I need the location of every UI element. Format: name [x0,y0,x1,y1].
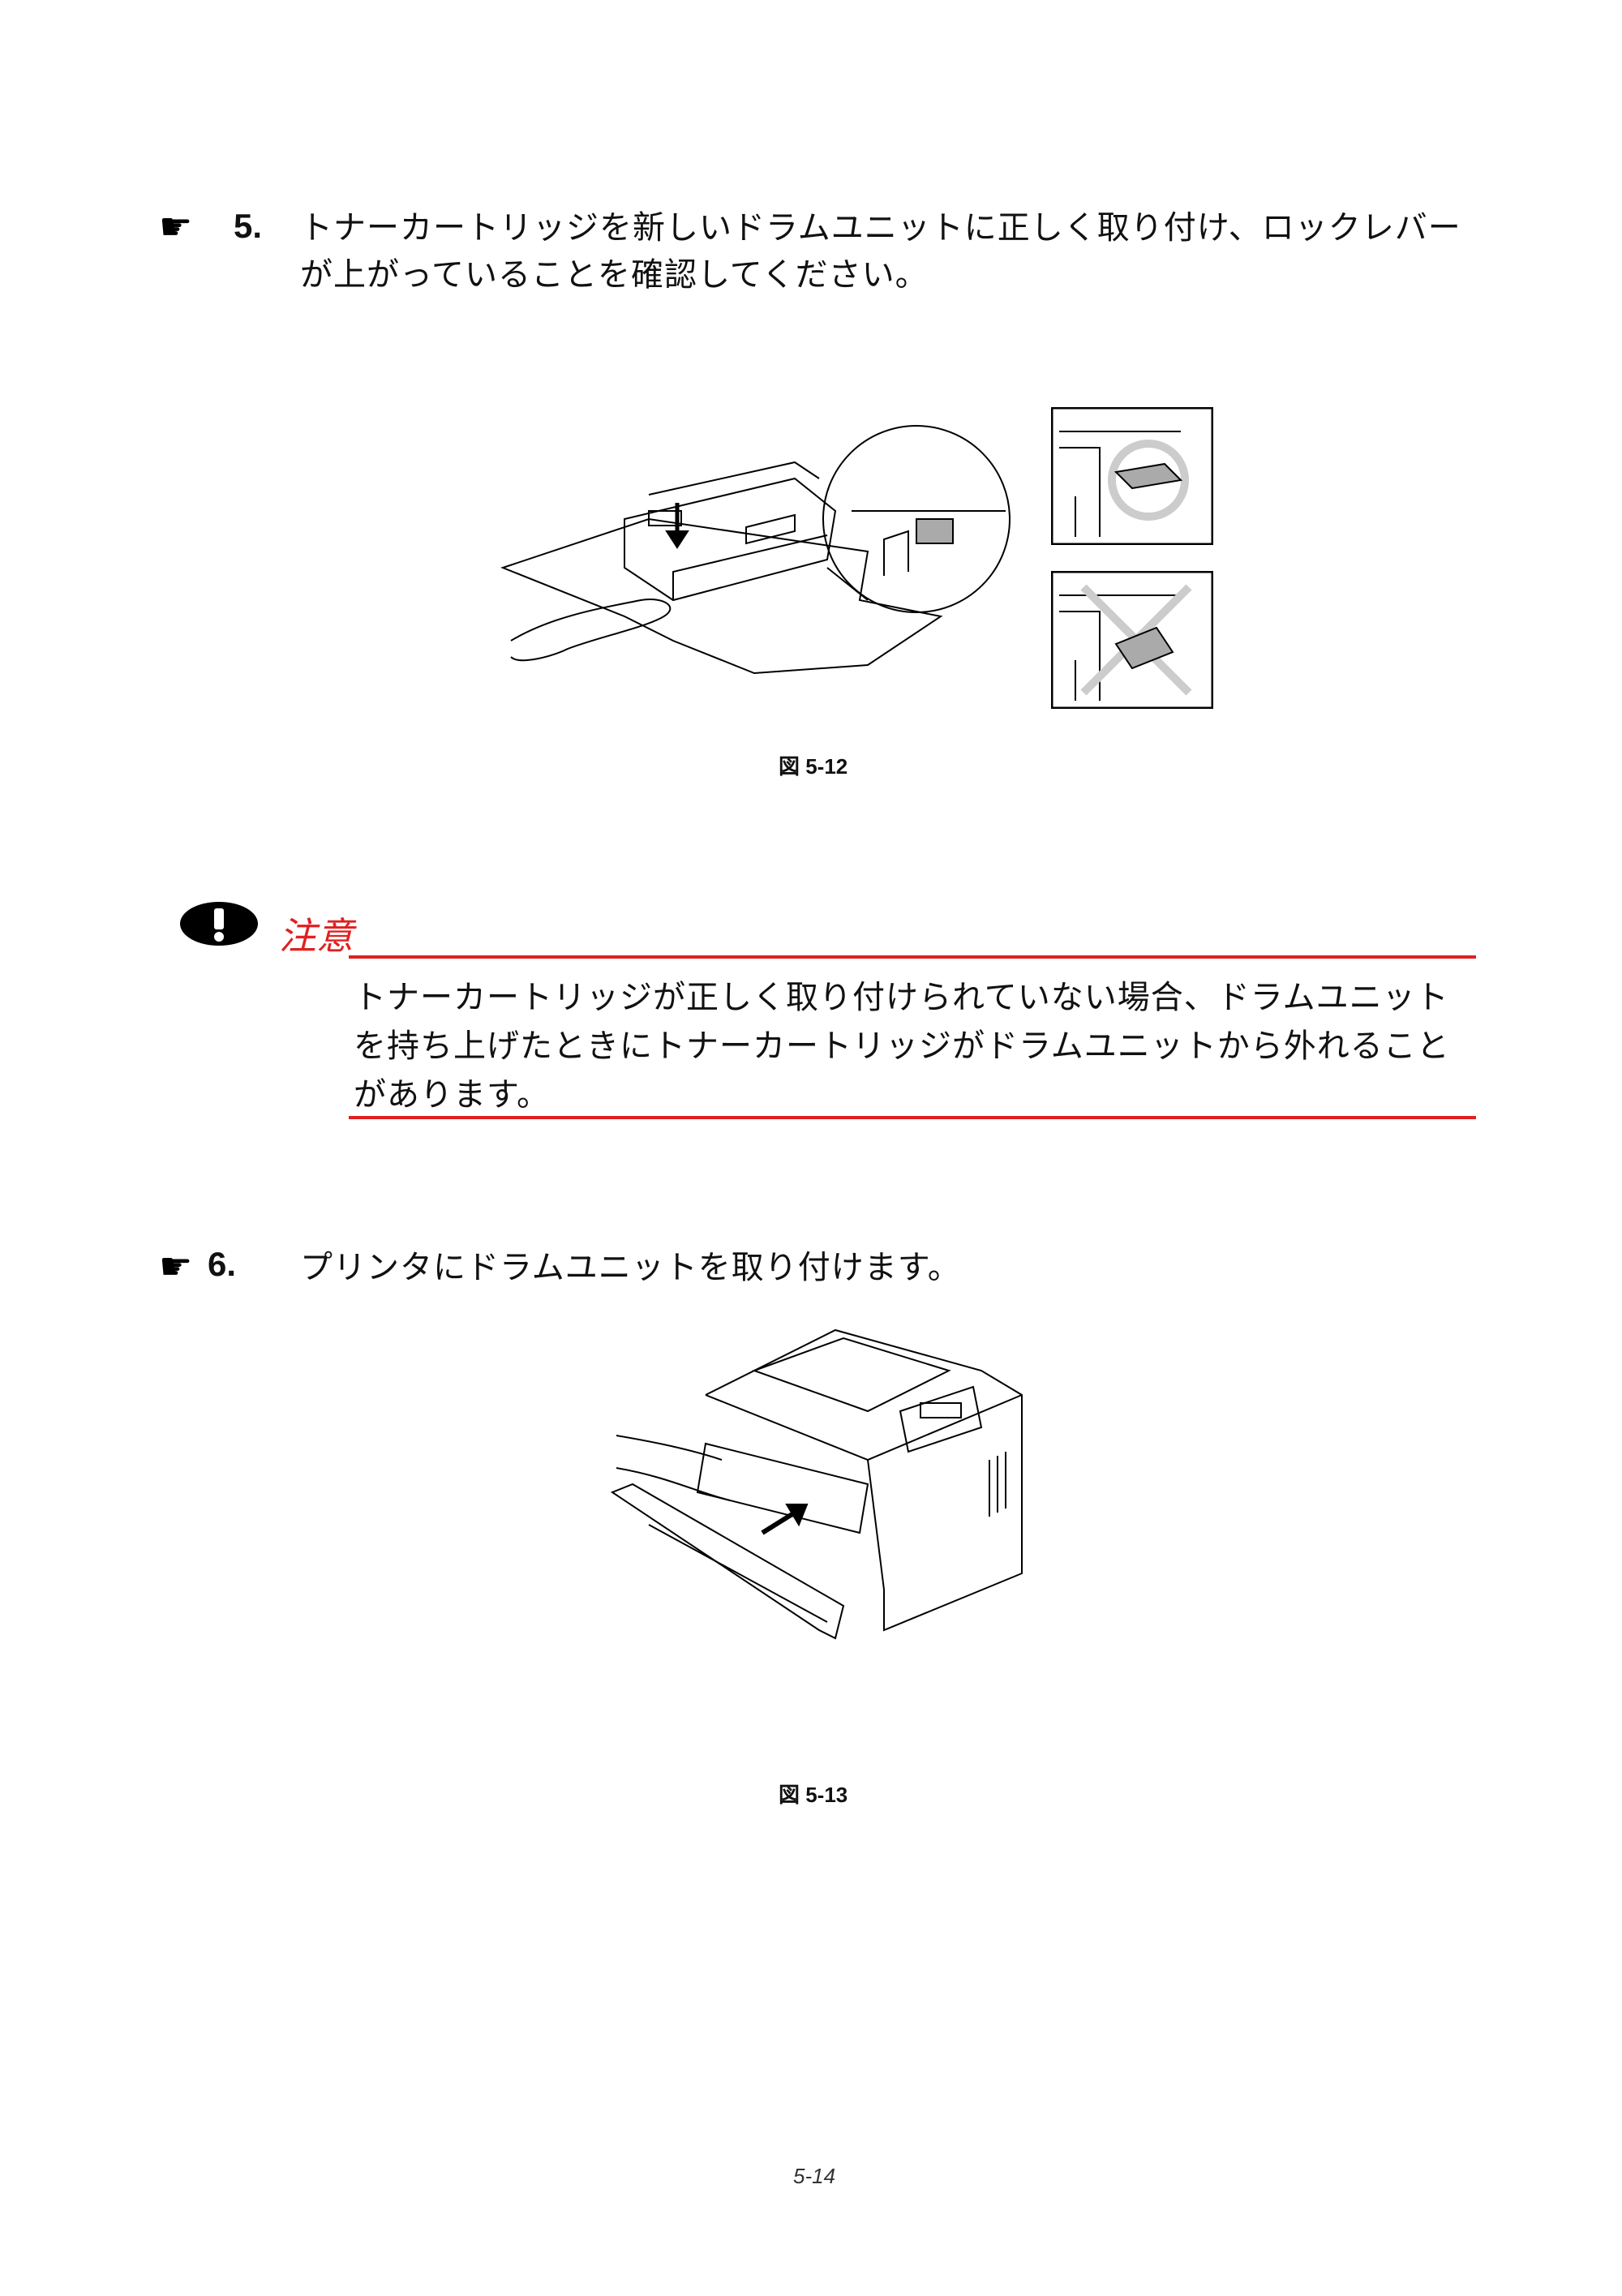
lever-correct-illustration [1051,407,1213,545]
step-number: 5. [234,207,263,245]
drum-unit-illustration [487,397,1216,722]
pointing-hand-icon: ☛ [159,1244,193,1288]
caution-bottom-divider [349,1116,1476,1119]
page-number: 5-14 [793,2164,836,2188]
step-text: トナーカートリッジを新しいドラムユニットに正しく取り付け、ロックレバーが上がって… [300,209,1461,294]
lever-incorrect-illustration [1051,571,1213,709]
pointing-hand-icon: ☛ [159,204,193,248]
step-number: 6. [208,1245,237,1283]
caution-text: トナーカートリッジが正しく取り付けられていない場合、ドラムユニットを持ち上げたと… [354,979,1450,1114]
figure-caption: 図 5-13 [779,1783,848,1807]
caution-title: 注意 [279,914,354,958]
step-text: プリンタにドラムユニットを取り付けます。 [300,1249,961,1286]
caution-exclamation-icon [180,902,258,946]
caution-top-divider [349,955,1476,959]
figure-caption: 図 5-12 [779,754,848,779]
printer-illustration [600,1322,1038,1663]
